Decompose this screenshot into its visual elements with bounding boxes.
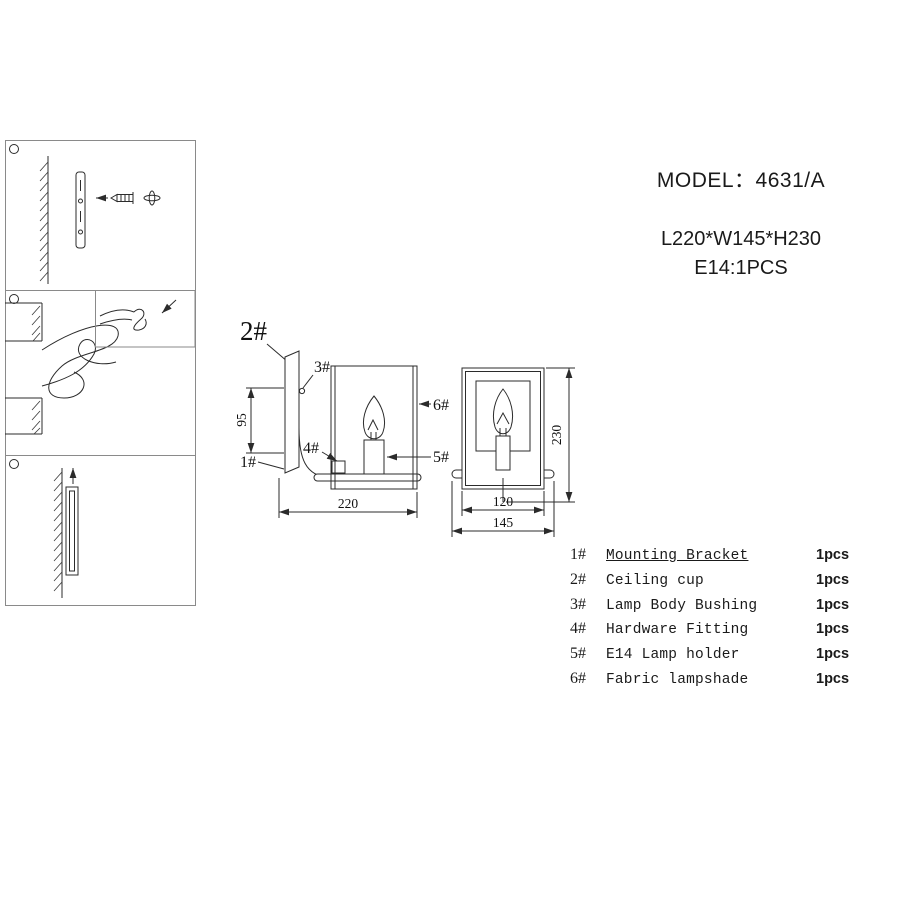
lamp-holder-drawing xyxy=(363,439,385,475)
wire-drawing xyxy=(41,339,117,387)
part-qty: 1pcs xyxy=(816,670,850,687)
part-qty: 1pcs xyxy=(816,646,850,663)
wall-section-top xyxy=(5,302,43,342)
wall-hatch xyxy=(31,305,41,342)
part-row: 2# Ceiling cup 1pcs xyxy=(570,571,862,596)
lampshade-side-inner xyxy=(334,366,414,489)
dim-120: 120 xyxy=(493,494,514,509)
wing-nut-icon xyxy=(143,194,161,202)
part-id: 5# xyxy=(570,645,586,663)
part-id: 3# xyxy=(570,595,586,613)
parts-list: 1# Mounting Bracket 1pcs 2# Ceiling cup … xyxy=(570,546,862,695)
step-3-drawing xyxy=(53,468,79,598)
part-name: Hardware Fitting xyxy=(606,622,749,639)
lampshade-side xyxy=(330,365,418,490)
leader-3 xyxy=(302,374,314,389)
wire-drawing xyxy=(41,324,119,399)
bulb-filament xyxy=(367,418,379,440)
candle-bulb-side xyxy=(362,395,386,440)
instruction-panels xyxy=(5,140,196,606)
part-row: 1# Mounting Bracket 1pcs xyxy=(570,546,862,571)
install-step-3-panel xyxy=(5,455,196,606)
model-number: MODEL：4631/A xyxy=(656,169,826,192)
wire-twist xyxy=(133,308,147,331)
screw-icon xyxy=(110,192,134,204)
dim-95-extensions xyxy=(246,387,284,454)
part-name: Lamp Body Bushing xyxy=(606,597,758,614)
part-qty: 1pcs xyxy=(816,571,850,588)
part-id: 2# xyxy=(570,570,586,588)
wire-ends xyxy=(99,309,135,325)
part-row: 6# Fabric lampshade 1pcs xyxy=(570,670,862,695)
dim-220: 220 xyxy=(338,496,359,511)
bulb-filament-front xyxy=(496,411,510,436)
wall-hatch xyxy=(53,471,63,592)
part-qty: 1pcs xyxy=(816,596,850,613)
support-bar xyxy=(313,473,422,482)
part-qty: 1pcs xyxy=(816,547,850,563)
mounting-bracket-drawing xyxy=(75,171,86,249)
bushing-detail xyxy=(298,387,306,395)
part-name: E14 Lamp holder xyxy=(606,647,740,664)
hardware-fitting-drawing xyxy=(331,460,346,474)
part-label-1: 1# xyxy=(240,454,256,471)
part-name: Fabric lampshade xyxy=(606,671,749,688)
lamp-spec: E14:1PCS xyxy=(694,257,788,279)
step-3-indicator-icon xyxy=(9,459,19,469)
install-step-1-panel xyxy=(5,140,196,291)
step-1-drawing xyxy=(39,156,161,284)
part-id: 1# xyxy=(570,546,586,563)
part-name: Mounting Bracket xyxy=(606,548,749,564)
spec-header: MODEL：4631/A L220*W145*H230 E14:1PCS xyxy=(596,164,886,280)
dim-145: 145 xyxy=(493,515,514,530)
bracket-hole xyxy=(78,229,83,235)
part-label-5: 5# xyxy=(433,449,449,466)
part-row: 3# Lamp Body Bushing 1pcs xyxy=(570,596,862,621)
ceiling-cup-plate xyxy=(284,350,300,474)
wall-hatch xyxy=(31,400,41,435)
part-id: 4# xyxy=(570,620,586,638)
bracket-hole xyxy=(78,198,83,204)
part-row: 5# E14 Lamp holder 1pcs xyxy=(570,645,862,670)
dim-95: 95 xyxy=(234,413,249,427)
step-1-indicator-icon xyxy=(9,144,19,154)
wall-hatch xyxy=(39,161,49,282)
part-row: 4# Hardware Fitting 1pcs xyxy=(570,620,862,645)
part-id: 6# xyxy=(570,669,586,687)
leader-1 xyxy=(257,461,285,470)
size-spec: L220*W145*H230 xyxy=(660,228,822,250)
twist-arrow xyxy=(161,299,177,314)
part-label-4: 4# xyxy=(303,440,319,457)
lamp-holder-front xyxy=(495,435,511,471)
side-view: 2# 3# 1# 95 4# 6# xyxy=(234,316,449,518)
wing-nut-icon xyxy=(148,190,156,206)
part-name: Ceiling cup xyxy=(606,572,704,589)
wire-detail-inset xyxy=(95,290,196,348)
wall-section-bottom xyxy=(5,397,43,435)
front-view: 120 145 230 xyxy=(451,367,575,537)
mounted-bracket-drawing xyxy=(65,486,79,576)
step-2-drawing xyxy=(5,290,196,435)
step-2-indicator-icon xyxy=(9,294,19,304)
part-label-6: 6# xyxy=(433,397,449,414)
part-label-3: 3# xyxy=(314,359,330,376)
dim-230: 230 xyxy=(549,425,564,446)
mounted-bracket-inner xyxy=(69,490,75,572)
part-label-2: 2# xyxy=(240,316,268,346)
part-qty: 1pcs xyxy=(816,621,850,638)
